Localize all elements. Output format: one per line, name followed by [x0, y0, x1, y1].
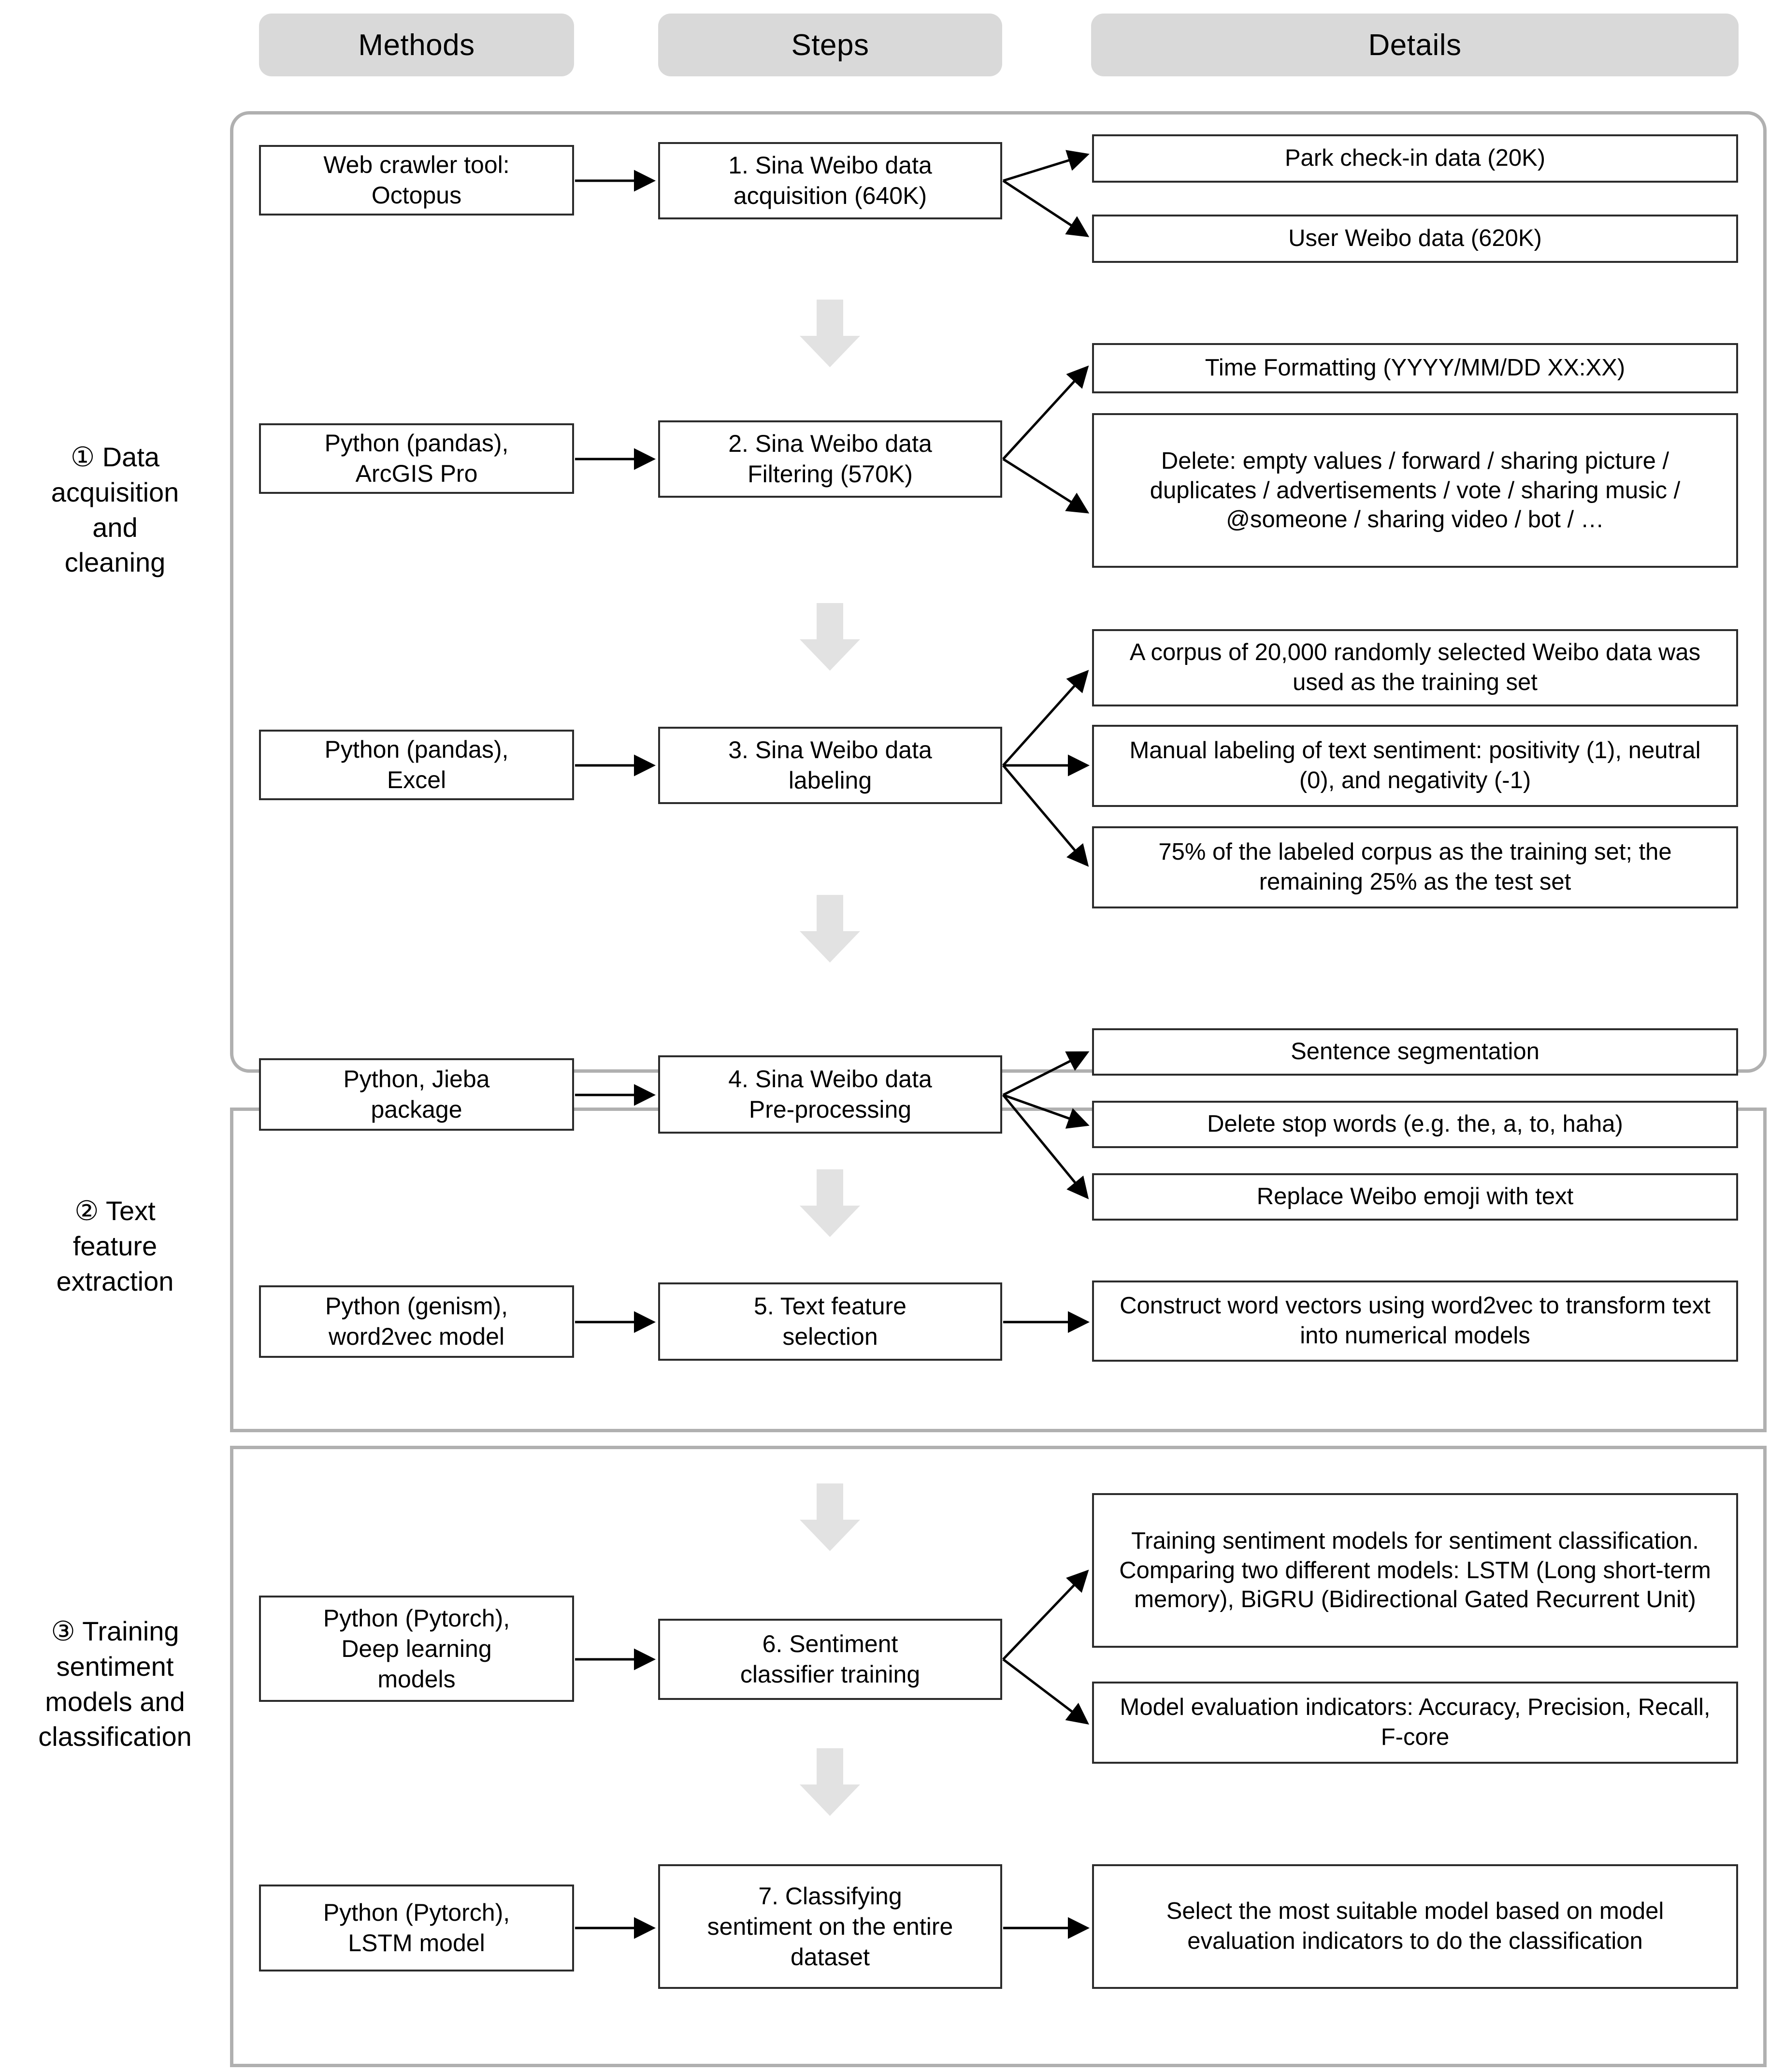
- down-arrow-icon-3to4: [800, 895, 860, 963]
- method-box-row3: Python (pandas),Excel: [259, 730, 574, 800]
- column-header-methods: Methods: [259, 14, 574, 76]
- down-arrow-icon-4to5: [800, 1169, 860, 1237]
- section-container-text-feature: [230, 1108, 1767, 1432]
- section-container-training: [230, 1446, 1767, 2067]
- detail-box-row2-1: Delete: empty values / forward / sharing…: [1092, 413, 1738, 568]
- detail-box-row4-2: Replace Weibo emoji with text: [1092, 1173, 1738, 1221]
- detail-box-row2-0: Time Formatting (YYYY/MM/DD XX:XX): [1092, 343, 1738, 393]
- detail-box-row3-0: A corpus of 20,000 randomly selected Wei…: [1092, 629, 1738, 706]
- column-header-details-label: Details: [1368, 28, 1462, 62]
- column-header-details: Details: [1091, 14, 1739, 76]
- column-header-steps: Steps: [658, 14, 1002, 76]
- detail-box-row5-0: Construct word vectors using word2vec to…: [1092, 1281, 1738, 1362]
- down-arrow-icon-5to6: [800, 1483, 860, 1551]
- detail-box-row3-2: 75% of the labeled corpus as the trainin…: [1092, 826, 1738, 908]
- detail-box-row1-0: Park check-in data (20K): [1092, 134, 1738, 183]
- down-arrow-icon-1to2: [800, 300, 860, 367]
- column-header-steps-label: Steps: [791, 28, 869, 62]
- detail-box-row7-0: Select the most suitable model based on …: [1092, 1864, 1738, 1989]
- detail-box-row4-1: Delete stop words (e.g. the, a, to, haha…: [1092, 1101, 1738, 1148]
- column-header-methods-label: Methods: [358, 28, 475, 62]
- method-box-row7: Python (Pytorch),LSTM model: [259, 1885, 574, 1971]
- detail-box-row4-0: Sentence segmentation: [1092, 1028, 1738, 1076]
- detail-box-row1-1: User Weibo data (620K): [1092, 215, 1738, 263]
- detail-box-row6-0: Training sentiment models for sentiment …: [1092, 1493, 1738, 1648]
- down-arrow-icon-2to3: [800, 603, 860, 671]
- detail-box-row3-1: Manual labeling of text sentiment: posit…: [1092, 725, 1738, 807]
- detail-box-row6-1: Model evaluation indicators: Accuracy, P…: [1092, 1682, 1738, 1764]
- method-box-row2: Python (pandas),ArcGIS Pro: [259, 423, 574, 494]
- method-box-row5: Python (genism),word2vec model: [259, 1285, 574, 1358]
- method-box-row1: Web crawler tool:Octopus: [259, 145, 574, 216]
- down-arrow-icon-6to7: [800, 1748, 860, 1816]
